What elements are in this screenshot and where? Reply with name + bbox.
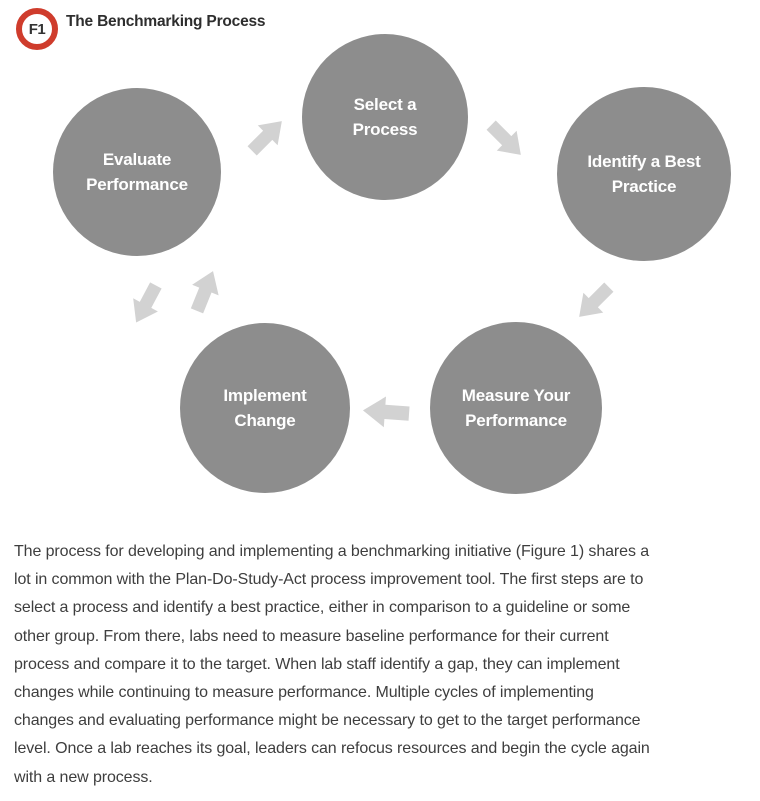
paragraph-line: changes and evaluating performance might…	[14, 712, 641, 730]
body-paragraph: The process for developing and implement…	[14, 538, 756, 792]
figure-title: The Benchmarking Process	[66, 13, 266, 30]
figure-number-badge: F1	[16, 8, 58, 50]
node-label-line: Evaluate	[102, 150, 172, 169]
node-label-line: Practice	[611, 177, 677, 196]
arrow-evaluate-to-select-icon	[242, 111, 292, 161]
node-evaluate-performance: Evaluate Performance	[53, 88, 221, 256]
paragraph-line: select a process and identify a best pra…	[14, 599, 631, 617]
arrow-evaluate-to-implement-icon	[123, 278, 169, 330]
paragraph-line: lot in common with the Plan-Do-Study-Act…	[14, 571, 644, 589]
node-identify-best-practice: Identify a Best Practice	[557, 87, 731, 261]
node-label-line: Measure Your	[461, 386, 571, 405]
node-label-line: Process	[352, 120, 418, 139]
arrow-measure-to-implement-icon	[361, 395, 411, 429]
node-label-line: Select a	[353, 95, 417, 114]
paragraph-line: with a new process.	[14, 768, 153, 786]
paragraph-line: The process for developing and implement…	[14, 543, 649, 560]
node-label-line: Performance	[86, 175, 188, 194]
node-select-process: Select a Process	[302, 34, 468, 200]
paragraph-line: process and compare it to the target. Wh…	[14, 655, 620, 673]
figure-number-label: F1	[28, 20, 46, 38]
arrow-implement-to-evaluate-icon	[183, 265, 227, 317]
paragraph-line: changes while continuing to measure perf…	[14, 684, 594, 702]
node-label-line: Change	[234, 411, 296, 430]
node-implement-change: Implement Change	[180, 323, 350, 493]
node-label-line: Performance	[465, 411, 567, 430]
node-label-line: Identify a Best	[587, 152, 701, 171]
paragraph-line: other group. From there, labs need to me…	[14, 627, 609, 645]
paragraph-line: level. Once a lab reaches its goal, lead…	[14, 740, 650, 758]
arrow-select-to-identify-icon	[481, 115, 531, 165]
node-label-line: Implement	[223, 386, 307, 405]
arrow-identify-to-measure-icon	[569, 277, 619, 327]
cycle-diagram: Select a Process Identify a Best Practic…	[53, 34, 731, 494]
node-measure-performance: Measure Your Performance	[430, 322, 602, 494]
